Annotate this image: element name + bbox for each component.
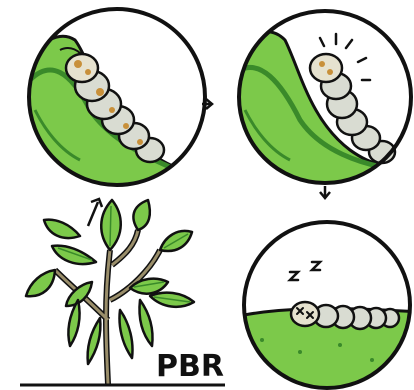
plant-leaf	[133, 200, 149, 230]
plant-leaf	[26, 270, 55, 296]
plant-leaf	[44, 220, 80, 238]
plant-label: PBR	[156, 349, 224, 384]
arrow-plant-to-feeding	[88, 199, 102, 226]
arrow-agitated-to-dead	[320, 186, 330, 198]
plant-pod	[120, 310, 133, 358]
panel-larva-feeding	[20, 9, 210, 200]
plant-pod	[140, 300, 153, 346]
plant-pod	[88, 318, 101, 364]
panel-larva-dead	[230, 222, 414, 390]
panel-larva-agitated	[230, 11, 414, 200]
